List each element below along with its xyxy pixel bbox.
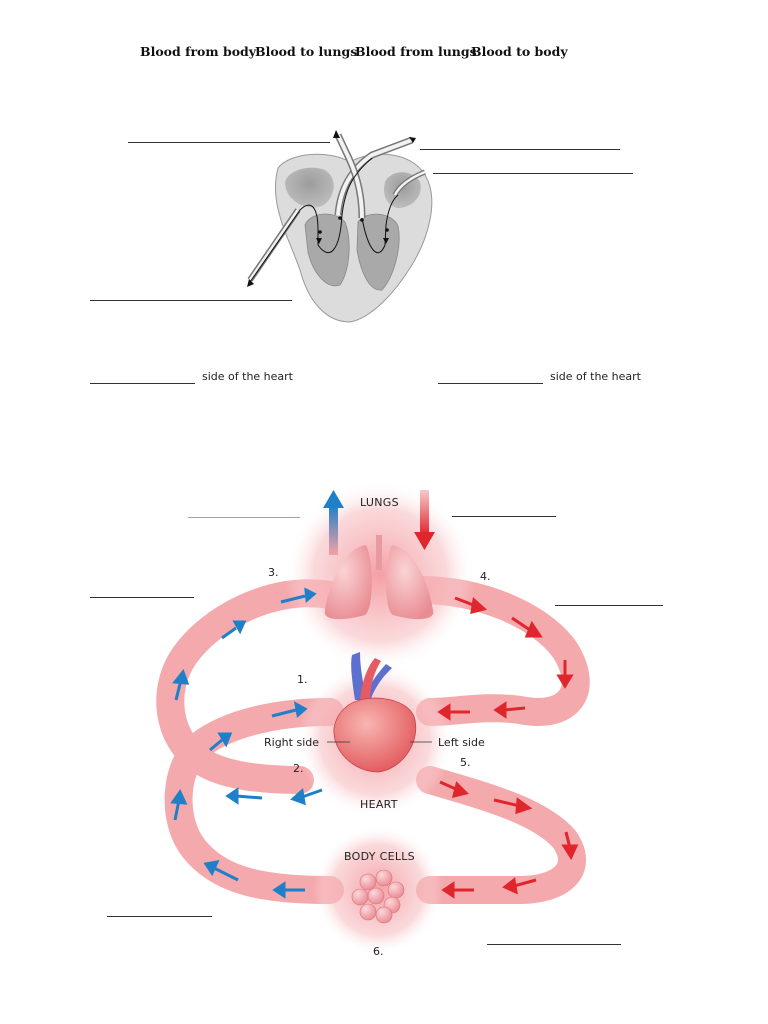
blue-arrow-shaft	[329, 505, 338, 555]
blood-flow-path	[249, 157, 399, 283]
answer-blank-step-4[interactable]	[555, 605, 663, 606]
trachea	[376, 535, 382, 570]
blue-flow-arrow-icon	[235, 794, 263, 800]
side-of-heart-left-text: side of the heart	[202, 370, 293, 383]
answer-blank-bottom-left[interactable]	[107, 916, 212, 917]
red-down-arrow-icon	[414, 532, 435, 550]
blue-flow-arrow-icon	[271, 708, 297, 718]
vena-cava-icon	[364, 664, 392, 702]
step-2-label: 2.	[293, 762, 304, 775]
lungs-label: LUNGS	[360, 496, 399, 509]
heart-label: HEART	[360, 798, 398, 811]
blue-flow-arrow-icon	[209, 738, 223, 752]
right-lung-icon	[324, 545, 372, 620]
right-atrium	[285, 167, 334, 208]
flow-arrow	[333, 130, 340, 138]
step-5-label: 5.	[460, 756, 471, 769]
blue-flow-arrow-icon	[221, 626, 237, 640]
pulmonary-artery-vessel-inner	[336, 138, 413, 216]
flow-dot	[338, 216, 342, 220]
heart-cross-section-diagram	[247, 130, 433, 323]
blue-up-arrow-icon	[323, 490, 344, 508]
red-flow-arrow-icon	[513, 878, 537, 888]
step-3-label: 3.	[268, 566, 279, 579]
word-blood-to-lungs: Blood to lungs	[255, 44, 358, 59]
flow-arrow	[409, 137, 416, 143]
step-1-label: 1.	[297, 673, 308, 686]
word-blood-from-body: Blood from body	[140, 44, 257, 59]
flow-dot	[385, 228, 389, 232]
pulmonary-vein-vessel-inner	[393, 170, 426, 196]
word-blood-to-body: Blood to body	[471, 44, 568, 59]
answer-blank-side-left[interactable]	[90, 383, 195, 384]
artery-icon	[360, 658, 381, 702]
body-cells-icon	[351, 869, 405, 924]
flow-arrow	[247, 279, 254, 287]
heart-icon	[333, 697, 417, 773]
blue-flow-arrow-icon	[213, 866, 239, 882]
red-flow-arrow-icon	[503, 706, 526, 712]
red-arrow-shaft	[420, 490, 429, 535]
left-ventricle	[356, 213, 400, 291]
right-side-label: Right side	[264, 736, 319, 749]
answer-blank-step-3[interactable]	[90, 597, 194, 598]
answer-blank-side-right[interactable]	[438, 383, 543, 384]
red-flow-arrow-icon	[511, 616, 531, 632]
aorta-vessel-inner	[336, 134, 364, 219]
flow-arrow	[316, 238, 322, 244]
vena-cava-vessel-inner	[248, 209, 300, 281]
flow-arrow	[383, 238, 389, 244]
left-side-label: Left side	[438, 736, 485, 749]
answer-blank-top-right-1[interactable]	[420, 149, 620, 150]
answer-blank-top-left[interactable]	[128, 142, 330, 143]
blue-flow-arrow-icon	[280, 594, 306, 604]
word-bank: Blood from body Blood to lungs Blood fro…	[0, 44, 768, 66]
side-of-heart-right-text: side of the heart	[550, 370, 641, 383]
answer-blank-top-right-2[interactable]	[433, 173, 633, 174]
answer-blank-lungs-left[interactable]	[188, 517, 300, 518]
blue-flow-arrows	[170, 587, 323, 899]
blue-flow-arrow-icon	[301, 788, 323, 799]
word-blood-from-lungs: Blood from lungs	[355, 44, 477, 59]
flow-dot	[318, 230, 322, 234]
left-lung-icon	[386, 545, 434, 620]
step-4-label: 4.	[480, 570, 491, 583]
step-6-label: 6.	[373, 945, 384, 958]
flow-dot	[360, 218, 364, 222]
answer-blank-bottom-right[interactable]	[487, 944, 621, 945]
red-flow-arrows	[437, 596, 579, 899]
red-flow-arrow-icon	[493, 798, 521, 808]
body-cells-label: BODY CELLS	[344, 850, 415, 863]
answer-blank-lungs-right[interactable]	[452, 516, 556, 517]
right-ventricle	[304, 213, 350, 287]
answer-blank-left-mid[interactable]	[90, 300, 292, 301]
